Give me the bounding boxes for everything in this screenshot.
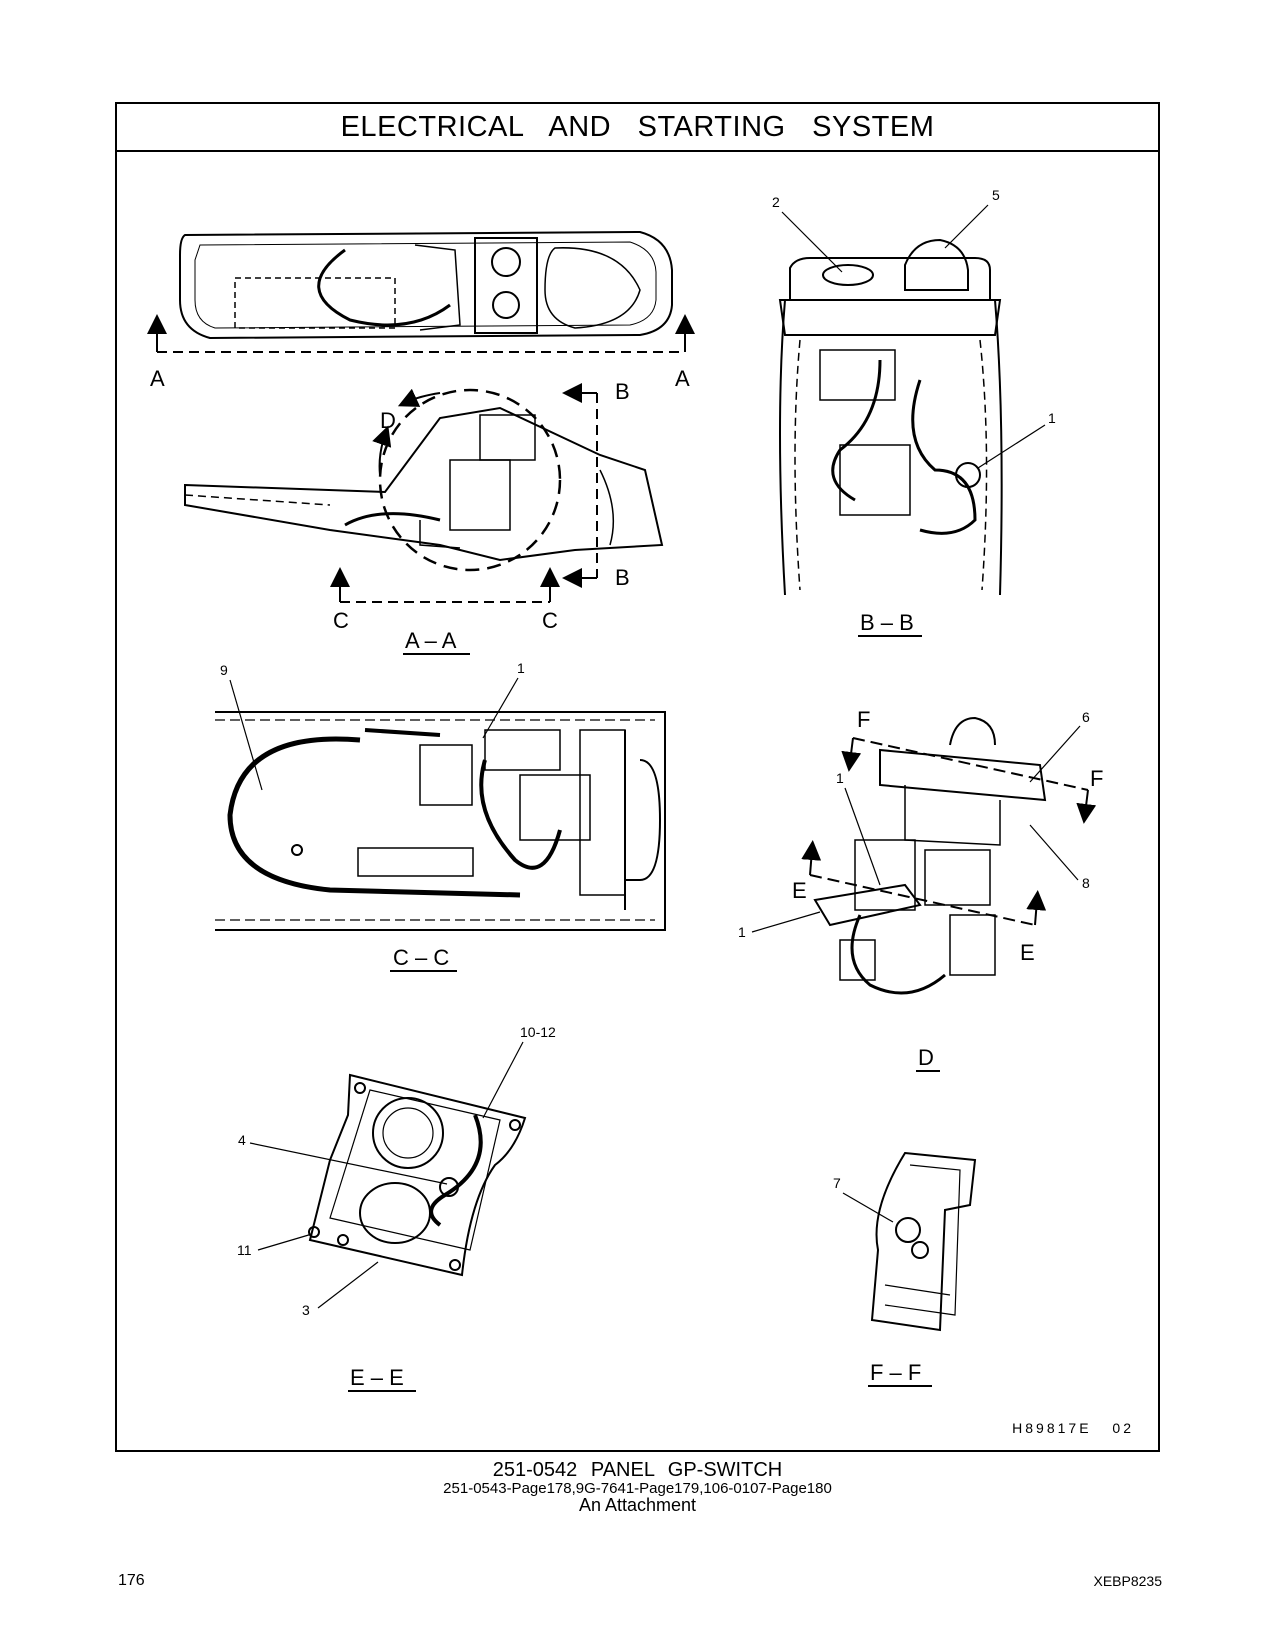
- callout-bb-1: 1: [1048, 410, 1056, 426]
- callout-d-6: 6: [1082, 709, 1090, 725]
- cut-label-c-right: C: [542, 608, 558, 633]
- callout-ee-11: 11: [237, 1242, 252, 1258]
- page-number: 176: [118, 1572, 145, 1589]
- cut-label-c-left: C: [333, 608, 349, 633]
- section-label-cc: C – C: [393, 945, 449, 970]
- section-label-ee: E – E: [350, 1365, 404, 1390]
- callout-ee-3: 3: [302, 1302, 310, 1318]
- section-bb-view: [778, 238, 1003, 596]
- caption-part-number: 251-0542 PANEL GP-SWITCH: [492, 1459, 783, 1481]
- section-label-d: D: [918, 1045, 934, 1070]
- illustration-id: H89817E 02: [1012, 1420, 1134, 1436]
- cut-label-f-left: F: [857, 707, 870, 732]
- cut-label-e-right: E: [1020, 940, 1035, 965]
- detail-d-view: [813, 716, 1047, 995]
- cut-line-b: [562, 383, 598, 588]
- title-bar: ELECTRICAL AND STARTING SYSTEM: [117, 104, 1158, 152]
- callout-cc-1: 1: [517, 660, 525, 676]
- cut-label-a-right: A: [675, 366, 690, 391]
- callout-bb-5: 5: [992, 187, 1000, 203]
- cut-line-c: [330, 567, 560, 603]
- cut-line-f: [841, 737, 1097, 824]
- caption-related-pages: 251-0543-Page178,9G-7641-Page179,106-010…: [443, 1480, 832, 1497]
- panel-top-view: [179, 230, 673, 340]
- document-id: XEBP8235: [1093, 1573, 1163, 1589]
- page-title: ELECTRICAL AND STARTING SYSTEM: [340, 110, 935, 143]
- cut-label-e-left: E: [792, 878, 807, 903]
- section-ee-view: [308, 1073, 527, 1277]
- cut-line-a: [147, 314, 695, 353]
- section-label-bb: B – B: [860, 610, 914, 635]
- callout-bb-2: 2: [772, 194, 780, 210]
- caption-attachment: An Attachment: [578, 1495, 697, 1515]
- detail-label-d: D: [380, 408, 396, 433]
- cut-label-b-top: B: [615, 379, 630, 404]
- callout-ff-7: 7: [833, 1175, 841, 1191]
- callout-d-1-top: 1: [836, 770, 844, 786]
- cut-label-f-right: F: [1090, 766, 1103, 791]
- cut-label-a-left: A: [150, 366, 165, 391]
- callout-ee-10-12: 10-12: [520, 1024, 556, 1040]
- section-ff-view: [870, 1151, 977, 1332]
- callout-ee-4: 4: [238, 1132, 246, 1148]
- section-aa-view: [184, 406, 664, 562]
- callout-cc-9: 9: [220, 662, 228, 678]
- section-label-ff: F – F: [870, 1360, 921, 1385]
- diagram-frame: ELECTRICAL AND STARTING SYSTEM H89817E 0…: [115, 102, 1160, 1452]
- callout-d-8: 8: [1082, 875, 1090, 891]
- section-cc-view: [215, 711, 666, 931]
- detail-circle-d: [372, 388, 562, 572]
- callout-d-1-bottom: 1: [738, 924, 746, 940]
- cut-label-b-bottom: B: [615, 565, 630, 590]
- section-label-aa: A – A: [405, 628, 457, 653]
- cut-line-e: [801, 840, 1047, 926]
